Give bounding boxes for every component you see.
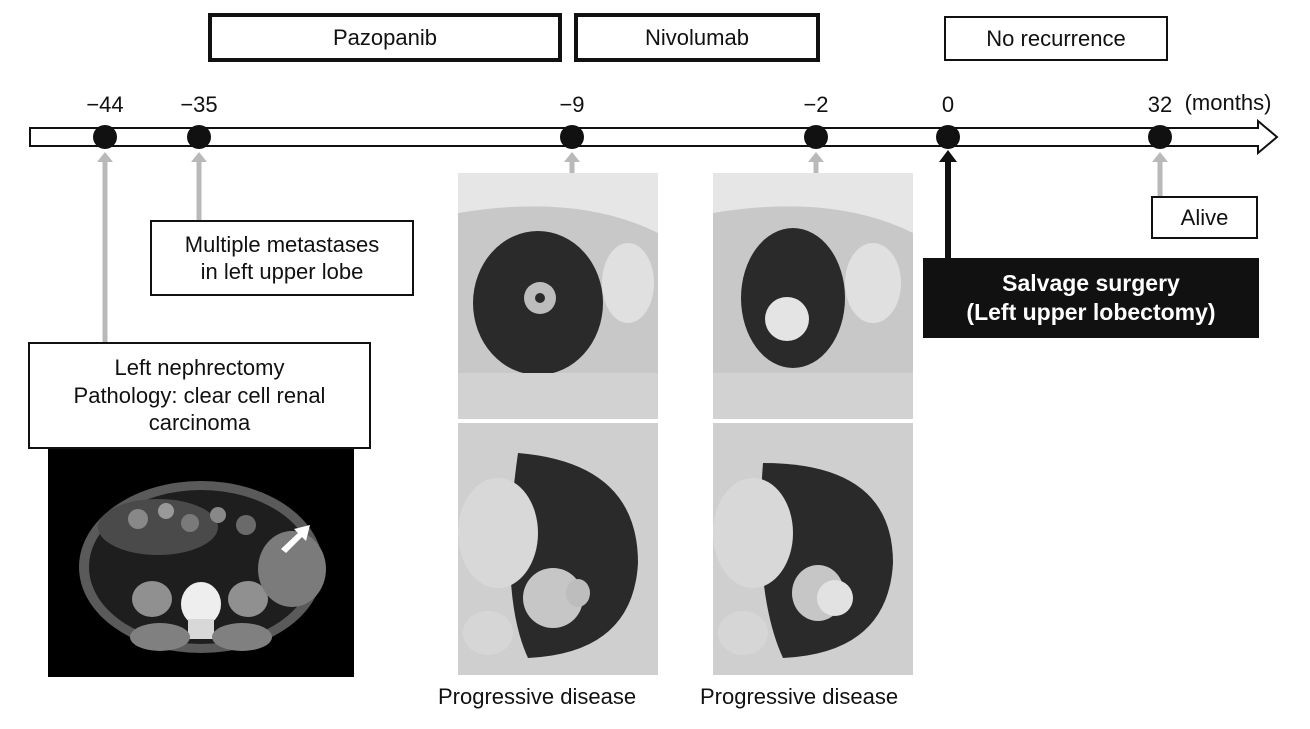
abdominal-ct-drawing <box>48 449 354 677</box>
nivolumab-label: Nivolumab <box>645 24 749 50</box>
tick-label-minus-9: −9 <box>559 92 585 117</box>
tick-label-32: 32 <box>1147 92 1173 117</box>
alive-box: Alive <box>1151 196 1258 239</box>
timeline-dot-minus-44 <box>93 125 117 149</box>
connector-arrowhead-32 <box>1152 152 1168 162</box>
salvage-surgery-box: Salvage surgery (Left upper lobectomy) <box>923 258 1259 338</box>
timeline-dot-minus-9 <box>560 125 584 149</box>
chest-ct-image-minus-2-bottom <box>713 423 913 675</box>
pazopanib-label: Pazopanib <box>333 24 437 50</box>
timeline-dot-minus-2 <box>804 125 828 149</box>
connector-arrowhead-minus-9 <box>564 152 580 162</box>
pazopanib-bar: Pazopanib <box>208 13 562 62</box>
chest-ct-drawing-minus-9-top <box>458 173 658 419</box>
timeline-dot-minus-35 <box>187 125 211 149</box>
abdominal-ct-image <box>48 449 354 677</box>
chest-ct-image-minus-9-bottom <box>458 423 658 675</box>
connector-arrowhead-minus-2 <box>808 152 824 162</box>
tick-label-minus-35: −35 <box>180 92 218 117</box>
timeline-dot-32 <box>1148 125 1172 149</box>
chest-ct-image-minus-2-top <box>713 173 913 419</box>
progressive-disease-caption-2: Progressive disease <box>700 684 899 709</box>
nephrectomy-label: Left nephrectomy Pathology: clear cell r… <box>73 355 326 436</box>
salvage-surgery-label: Salvage surgery (Left upper lobectomy) <box>966 270 1216 325</box>
chest-ct-drawing-minus-2-top <box>713 173 913 419</box>
connector-arrowhead-minus-35 <box>191 152 207 162</box>
connector-minus-2 <box>813 160 819 174</box>
connector-minus-35 <box>196 160 202 220</box>
connector-arrowhead-minus-44 <box>97 152 113 162</box>
chest-ct-drawing-minus-9-bottom <box>458 423 658 675</box>
metastases-label: Multiple metastases in left upper lobe <box>184 231 380 285</box>
metastases-box: Multiple metastases in left upper lobe <box>150 220 414 296</box>
tick-label-minus-44: −44 <box>86 92 124 117</box>
nivolumab-bar: Nivolumab <box>574 13 820 62</box>
chest-ct-drawing-minus-2-bottom <box>713 423 913 675</box>
tick-label-0: 0 <box>941 92 955 117</box>
unit-label: (months) <box>1184 90 1272 115</box>
surgery-arrow <box>939 150 957 260</box>
connector-32 <box>1157 160 1163 196</box>
no-recurrence-box: No recurrence <box>944 16 1168 61</box>
alive-label: Alive <box>1180 204 1229 230</box>
progressive-disease-caption-1: Progressive disease <box>438 684 637 709</box>
timeline-dot-0 <box>936 125 960 149</box>
no-recurrence-label: No recurrence <box>986 25 1126 51</box>
connector-minus-44 <box>102 160 108 342</box>
nephrectomy-box: Left nephrectomy Pathology: clear cell r… <box>28 342 371 449</box>
connector-minus-9 <box>569 160 575 174</box>
chest-ct-image-minus-9-top <box>458 173 658 419</box>
tick-label-minus-2: −2 <box>803 92 829 117</box>
